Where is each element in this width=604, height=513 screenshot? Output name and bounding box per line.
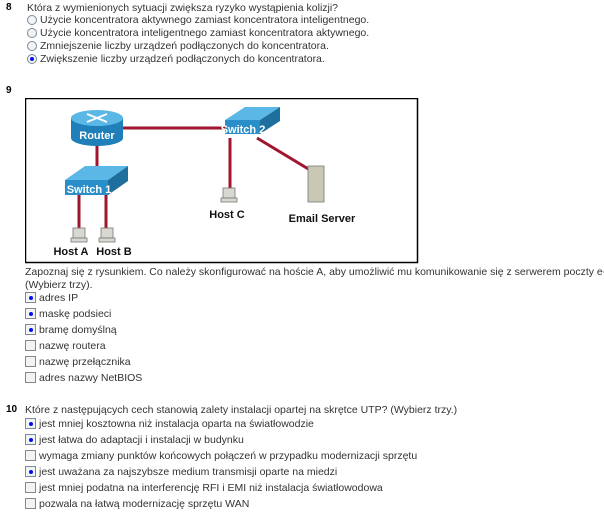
checkbox[interactable] [25,418,36,429]
option-row[interactable]: adres IP [25,291,78,304]
option-label: jest uważana za najszybsze medium transm… [39,465,338,478]
option-row[interactable]: Zwiększenie liczby urządzeń podłączonych… [27,52,325,65]
option-label: wymaga zmiany punktów końcowych połączeń… [39,449,418,462]
option-label: adres nazwy NetBIOS [39,371,143,384]
host-a-icon [70,227,88,243]
option-row[interactable]: jest łatwa do adaptacji i instalacji w b… [25,433,244,446]
checkbox[interactable] [25,292,36,303]
option-label: Użycie koncentratora aktywnego zamiast k… [40,13,370,26]
option-label: nazwę routera [39,339,106,352]
switch1-label: Switch 1 [67,184,112,196]
option-row[interactable]: Zmniejszenie liczby urządzeń podłączonyc… [27,39,329,52]
option-label: jest mniej podatna na interferencję RFI … [39,481,383,494]
router-icon: Router [71,110,123,146]
switch1-icon: Switch 1 [65,166,128,196]
email-server-icon [307,165,325,203]
option-row[interactable]: jest mniej podatna na interferencję RFI … [25,481,383,494]
question-10-number: 10 [6,404,18,415]
question-9-number: 9 [6,85,12,96]
option-row[interactable]: bramę domyślną [25,323,117,336]
checkbox[interactable] [25,308,36,319]
host-c-label: Host C [209,209,245,221]
switch2-label: Switch 2 [221,124,266,136]
question-10-text: Które z następujących cech stanowią zale… [25,404,458,416]
host-a-label: Host A [53,246,88,258]
option-row[interactable]: jest uważana za najszybsze medium transm… [25,465,337,478]
checkbox[interactable] [25,372,36,383]
router-label: Router [79,130,115,142]
option-row[interactable]: wymaga zmiany punktów końcowych połączeń… [25,449,417,462]
option-label: adres IP [39,291,79,304]
option-label: Zwiększenie liczby urządzeń podłączonych… [40,52,325,65]
question-8-number: 8 [6,2,12,13]
checkbox[interactable] [25,434,36,445]
switch2-icon: Switch 2 [221,107,280,136]
option-row[interactable]: Użycie koncentratora aktywnego zamiast k… [27,13,369,26]
link-switch2-server [256,136,311,172]
option-label: bramę domyślną [39,323,117,336]
checkbox[interactable] [25,498,36,509]
option-label: jest mniej kosztowna niż instalacja opar… [39,417,314,430]
option-label: jest łatwa do adaptacji i instalacji w b… [39,433,244,446]
option-label: Zmniejszenie liczby urządzeń podłączonyc… [40,39,329,52]
option-row[interactable]: Użycie koncentratora inteligentnego zami… [27,26,369,39]
radio-button[interactable] [27,40,37,51]
checkbox[interactable] [25,356,36,367]
checkbox[interactable] [25,450,36,461]
option-row[interactable]: jest mniej kosztowna niż instalacja opar… [25,417,314,430]
option-row[interactable]: maskę podsieci [25,307,111,320]
option-row[interactable]: nazwę przełącznika [25,355,131,368]
option-row[interactable]: adres nazwy NetBIOS [25,371,142,384]
question-9-text: Zapoznaj się z rysunkiem. Co należy skon… [25,266,604,278]
radio-button[interactable] [27,27,37,38]
host-b-label: Host B [96,246,132,258]
option-row[interactable]: pozwala na łatwą modernizację sprzętu WA… [25,497,249,510]
network-links [77,126,311,228]
option-label: Użycie koncentratora inteligentnego zami… [40,26,370,39]
option-row[interactable]: nazwę routera [25,339,106,352]
host-c-icon [220,187,238,203]
checkbox[interactable] [25,324,36,335]
radio-button[interactable] [27,14,37,25]
radio-button[interactable] [27,53,37,64]
checkbox[interactable] [25,340,36,351]
option-label: pozwala na łatwą modernizację sprzętu WA… [39,497,250,510]
checkbox[interactable] [25,466,36,477]
host-b-icon [98,227,116,243]
checkbox[interactable] [25,482,36,493]
option-label: nazwę przełącznika [39,355,131,368]
network-diagram: Router Switch 2 Switch 1 Host A Host B H… [25,98,419,264]
email-server-label: Email Server [289,213,356,225]
question-8-text: Która z wymienionych sytuacji zwiększa r… [27,2,339,14]
option-label: maskę podsieci [39,307,112,320]
question-9-hint: (Wybierz trzy). [25,279,93,291]
